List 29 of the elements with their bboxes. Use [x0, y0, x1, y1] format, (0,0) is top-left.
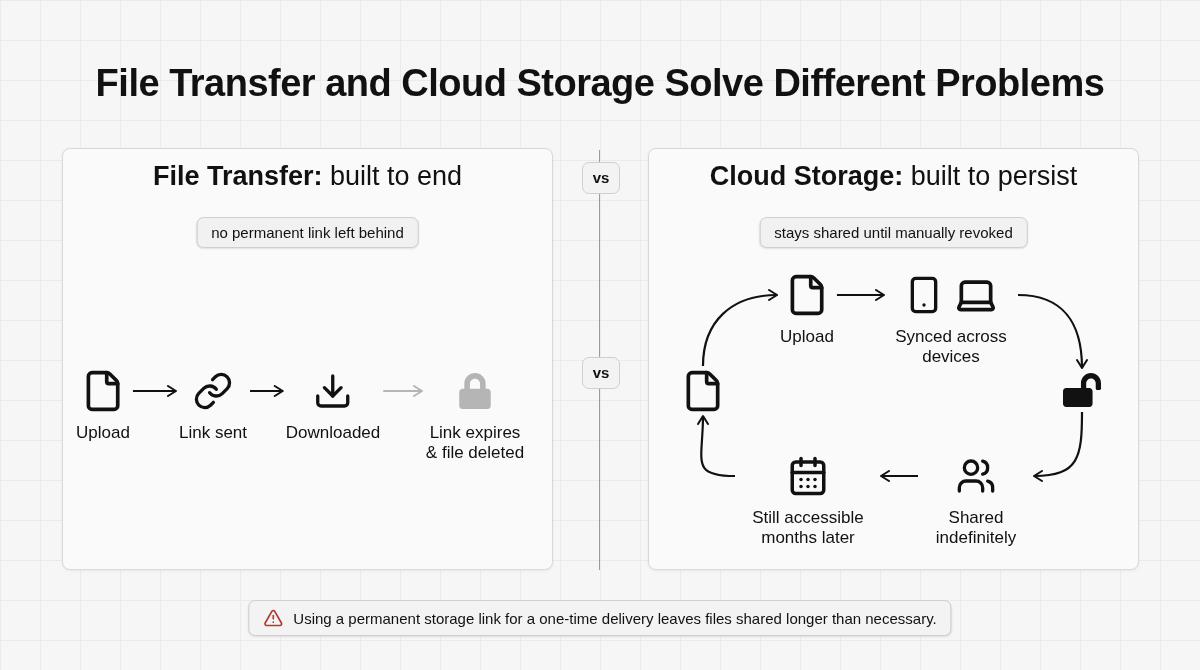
vs-badge: vs [582, 162, 620, 194]
step-label: Link expires & file deleted [425, 423, 525, 464]
arrow [383, 385, 423, 397]
tag-pill: no permanent link left behind [196, 217, 419, 248]
title: File Transfer and Cloud Storage Solve Different Problems [94, 62, 1106, 105]
step-label: Downloaded [285, 423, 381, 444]
note-box [248, 600, 952, 636]
vs-badge: vs [582, 357, 620, 389]
arrow [132, 385, 177, 397]
arrow [250, 385, 284, 397]
arrow [836, 289, 885, 301]
arrow [701, 289, 779, 367]
arrow [696, 415, 736, 478]
step-label: Link sent [179, 423, 247, 444]
panel-card [62, 148, 553, 570]
panel-heading: Cloud Storage: built to persist [708, 161, 1079, 192]
step-label: Still accessible months later [751, 508, 865, 549]
step-label: Upload [780, 327, 834, 348]
arrow [1017, 293, 1088, 369]
panel-heading: File Transfer: built to end [151, 161, 464, 192]
arrow [1033, 412, 1084, 482]
note-text: Using a permanent storage link for a one-time delivery leaves files shared longer than necessary. [293, 609, 937, 627]
step-label: Upload [76, 423, 130, 444]
step-label: Shared indefinitely [934, 508, 1018, 549]
tag-pill: stays shared until manually revoked [759, 217, 1028, 248]
step-label: Synced across devices [894, 327, 1008, 368]
panel-card [648, 148, 1139, 570]
unlocked-lock-icon [1063, 371, 1101, 409]
arrow [880, 470, 918, 482]
